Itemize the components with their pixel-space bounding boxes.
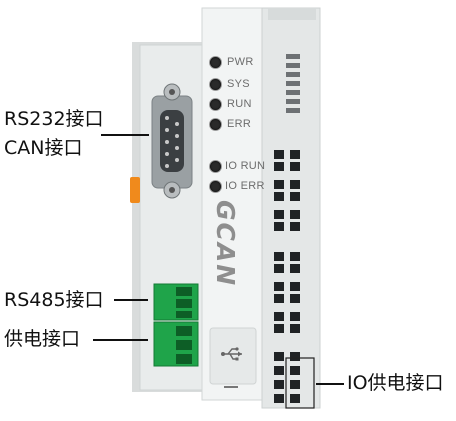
run-led [210,99,221,110]
io-err-led [210,181,221,192]
terminal-holes [274,150,300,403]
sys-led-label: SYS [227,78,250,90]
vent-slots [286,54,300,113]
power-callout: 供电接口 [4,328,81,350]
io-power-callout: IO供电接口 [347,372,444,394]
rs485-leader-line [114,299,148,301]
pwr-led-label: PWR [227,56,254,68]
usb-cover [209,327,257,385]
db9-pins [165,116,179,168]
io-run-led-label: IO RUN [225,160,266,172]
rs485-callout: RS485接口 [4,289,104,311]
power-leader-line [93,339,148,341]
brand-logo: GCAN [211,200,240,288]
io-power-leader-line [316,383,344,385]
rs232-can-leader-line [101,134,149,136]
io-run-led [210,161,221,172]
sys-led [210,79,221,90]
rs232-callout: RS232接口 [4,108,104,130]
orange-clip-left [130,177,140,203]
err-led-label: ERR [227,118,252,130]
err-led [210,119,221,130]
db9-port [160,110,184,172]
usb-icon [221,347,242,361]
pwr-led [210,57,221,68]
can-callout: CAN接口 [4,137,83,159]
run-led-label: RUN [227,98,252,110]
io-err-led-label: IO ERR [225,180,265,192]
io-power-highlight [285,357,315,409]
